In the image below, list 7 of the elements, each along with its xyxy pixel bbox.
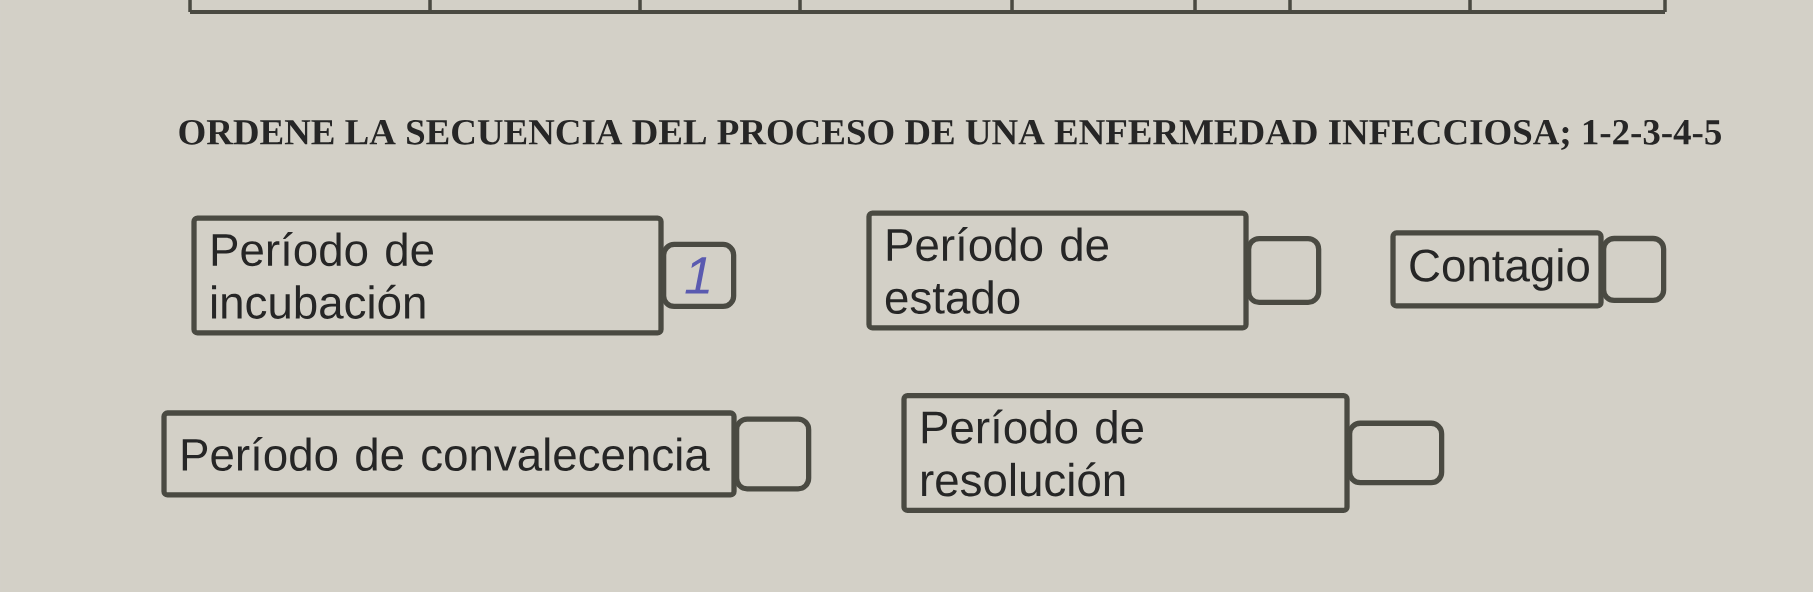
label-box: Período de convalecencia <box>161 410 737 498</box>
label-box: Período de incubación <box>191 215 664 336</box>
label-box: Período de resolución <box>901 392 1350 514</box>
answer-box: 1 <box>661 241 737 310</box>
title: ORDENE LA SECUENCIA DEL PROCESO DE UNA ENFERMEDAD INFECCIOSA; 1-2-3-4-5 <box>179 119 1721 151</box>
label-box: Período de estado <box>866 210 1249 331</box>
label-box: Contagio <box>1390 230 1604 309</box>
